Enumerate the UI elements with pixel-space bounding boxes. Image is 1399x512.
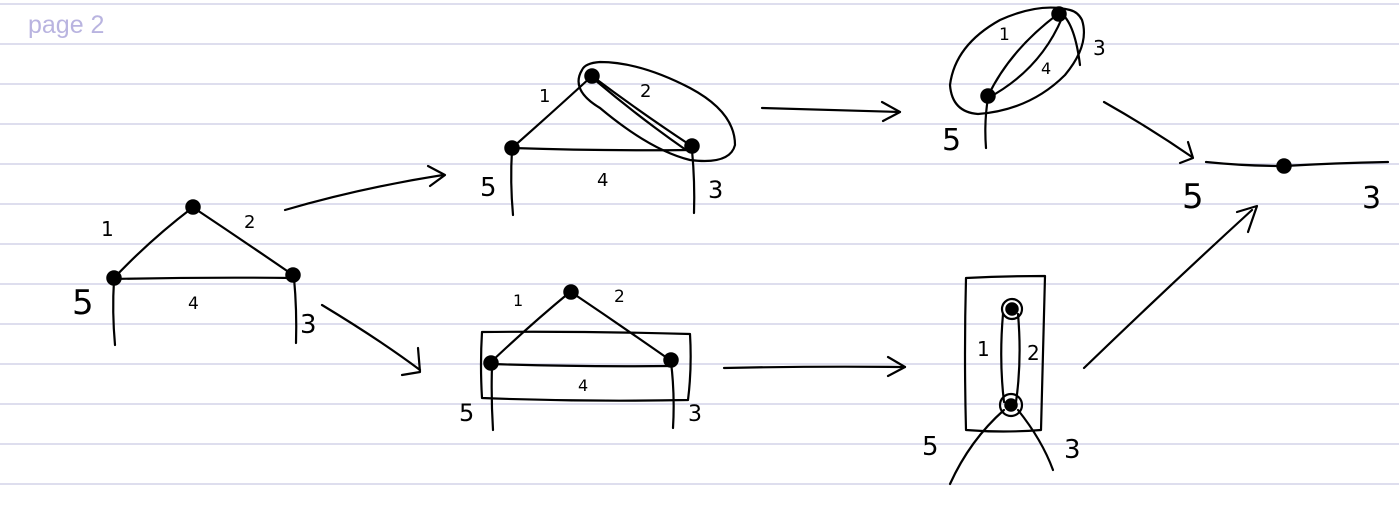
edge-4 — [510, 146, 692, 152]
edge-2b — [593, 78, 688, 152]
graph-top-contract: 1 2 4 5 3 — [480, 60, 737, 217]
leg-label: 3 — [688, 402, 702, 427]
vertex — [684, 138, 700, 154]
vertex — [483, 355, 499, 371]
edge-label: 4 — [1041, 59, 1051, 78]
arrow-right-top — [760, 100, 902, 123]
leg-3 — [669, 360, 675, 430]
edge-1 — [112, 206, 194, 280]
leg-3 — [292, 276, 298, 345]
edge-label: 2 — [614, 287, 625, 307]
contraction-box — [963, 274, 1047, 433]
leg-label: 5 — [480, 173, 497, 203]
edge-2a — [590, 74, 692, 147]
leg-label: 3 — [708, 176, 723, 204]
leg-label: 3 — [1093, 36, 1106, 60]
vertex — [1276, 158, 1292, 174]
vertex — [980, 88, 996, 104]
leg-label: 3 — [1362, 181, 1381, 216]
arrow-down — [320, 303, 422, 377]
edge-label: 1 — [513, 291, 523, 310]
vertex — [185, 199, 201, 215]
vertex-ring — [998, 392, 1024, 418]
vertex — [1005, 302, 1019, 316]
leg-label: 5 — [72, 283, 94, 323]
edge-label: 1 — [999, 25, 1010, 45]
edge-label: 4 — [578, 376, 588, 395]
edge-2 — [1014, 312, 1021, 404]
arrow-right-bottom — [722, 355, 907, 378]
vertex — [285, 267, 301, 283]
leg-5 — [510, 148, 515, 217]
graph-initial: 1 2 4 5 3 — [72, 199, 317, 347]
arrow-to-final-bottom — [1082, 204, 1259, 370]
edge-4 — [986, 16, 1064, 100]
edge-1 — [489, 290, 572, 364]
leg-label: 5 — [922, 432, 939, 462]
leg-3 — [1016, 408, 1055, 472]
contraction-loop — [948, 6, 1086, 116]
vertex — [563, 284, 579, 300]
leg-5 — [490, 364, 495, 432]
leg-label: 5 — [1182, 177, 1204, 217]
graph-bottom-result: 1 2 5 3 — [922, 274, 1081, 486]
edge-label: 2 — [640, 81, 651, 102]
leg-label: 3 — [300, 310, 317, 340]
graph-top-result: 1 4 3 5 — [942, 6, 1106, 158]
vertex — [1004, 398, 1018, 412]
leg-label: 5 — [459, 399, 474, 427]
arrow-to-final-top — [1102, 100, 1195, 165]
vertex — [584, 68, 600, 84]
vertex — [1051, 6, 1067, 22]
graph-final: 5 3 — [1182, 158, 1390, 217]
leg-3 — [690, 148, 696, 215]
leg-5 — [1204, 160, 1286, 168]
edge-2 — [192, 206, 295, 277]
edge-4 — [489, 362, 672, 368]
leg-3 — [1282, 160, 1390, 168]
edge-4 — [112, 276, 296, 281]
vertex — [106, 270, 122, 286]
leg-5 — [948, 408, 1006, 486]
edge-1 — [986, 12, 1060, 98]
edge-label: 1 — [539, 86, 550, 107]
leg-label: 3 — [1064, 435, 1081, 465]
edge-2 — [569, 290, 672, 362]
page-label: page 2 — [22, 10, 111, 40]
edge-label: 2 — [1027, 341, 1040, 365]
contraction-loop — [577, 60, 737, 163]
leg-5 — [112, 278, 117, 347]
edge-label: 2 — [244, 212, 255, 233]
vertex-ring — [1000, 297, 1024, 321]
leg-label: 5 — [942, 123, 961, 158]
edge-label: 1 — [101, 217, 114, 241]
edge-1 — [1000, 312, 1006, 404]
vertex — [504, 140, 520, 156]
edge-label: 1 — [977, 337, 990, 361]
vertex — [663, 352, 679, 368]
leg-5 — [984, 96, 990, 150]
contraction-box — [479, 330, 692, 402]
arrow-up — [283, 164, 447, 212]
edge-1 — [510, 74, 594, 150]
graph-bottom-contract: 1 2 4 5 3 — [459, 284, 702, 432]
edge-label: 4 — [188, 294, 199, 314]
edge-label: 4 — [597, 170, 608, 191]
